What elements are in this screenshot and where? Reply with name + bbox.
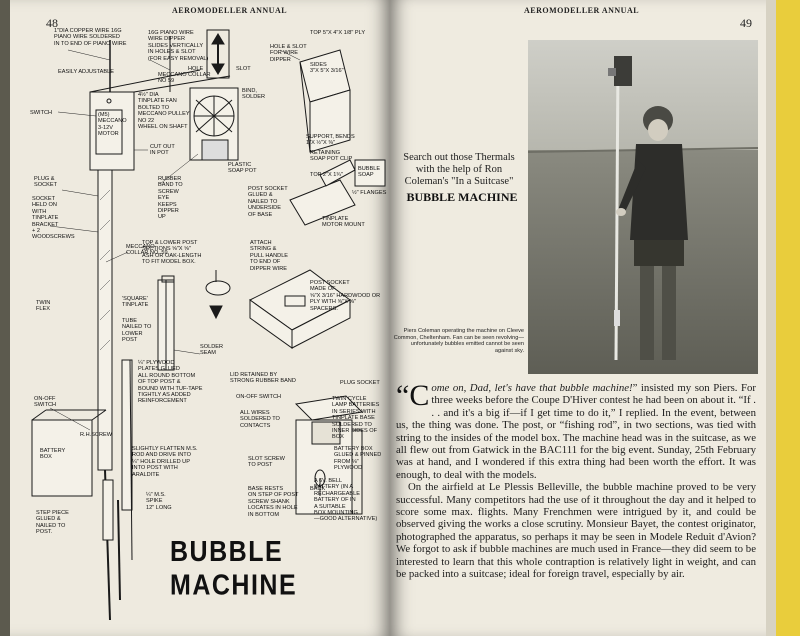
photo-caption: Piers Coleman operating the machine on C…	[393, 328, 524, 354]
label-hole-slot: HOLE & SLOT FOR WIRE DIPPER	[270, 44, 307, 63]
label-rh-screw: R.H.SCREW	[80, 432, 113, 438]
soap-container	[354, 159, 386, 187]
label-copper-wire: 1"DIA COPPER WIRE 16g PIANO WIRE SOLDERE…	[54, 28, 127, 47]
label-tube-nailed: TUBE NAILED TO LOWER POST	[122, 318, 152, 344]
label-on-off-switch: ON-OFF SWITCH	[236, 394, 282, 400]
label-plywood-plates: ¼" PLYWOOD PLATES GLUED ALL ROUND BOTTOM…	[138, 360, 203, 405]
label-twin-flex: TWIN FLEX	[36, 300, 51, 313]
intro-title: BUBBLE MACHINE	[406, 190, 518, 204]
label-top-tinplate: TOP 2"x 1¾"	[310, 172, 343, 178]
label-flanges: ½" FLANGES	[352, 190, 387, 196]
paragraph-1-text: ” insisted my son Piers. For three weeks…	[396, 382, 756, 481]
battery-box-left	[31, 419, 93, 497]
label-tinplate-motor: TINPLATE MOTOR MOUNT	[322, 216, 365, 229]
label-tinplate-fan: 4½" DIA TINPLATE FAN BOLTED TO MECCANO P…	[138, 92, 190, 131]
drop-cap: “C	[396, 379, 430, 412]
page-number-right: 49	[740, 16, 752, 30]
label-bell-battery: A 6v. BELL BATTERY (in a RECHARGEABLE BA…	[314, 478, 378, 523]
field-photo	[527, 40, 759, 374]
label-support: SUPPORT, BENDS 1"x ½"x ⅜"	[306, 134, 355, 147]
left-page: AEROMODELLER ANNUAL 48	[10, 0, 390, 636]
label-piano-wire: 16g PIANO WIRE WIRE DIPPER SLIDES VERTIC…	[148, 30, 209, 62]
label-twin-cycle: TWIN CYCLE LAMP BATTERIES IN SERIES WITH…	[332, 396, 380, 441]
label-square-tinplate: 'SQUARE' TINPLATE	[122, 296, 149, 309]
label-attach-string: ATTACH STRING & PULL HANDLE TO END OF DI…	[250, 240, 289, 272]
label-socket-held: SOCKET HELD ON WITH TINPLATE BRACKET + 2…	[32, 196, 75, 241]
label-hole: HOLE	[188, 66, 204, 72]
label-switch: SWITCH	[30, 110, 53, 116]
label-slightly-flatten: SLIGHTLY FLATTEN M.S. ROD AND DRIVE INTO…	[132, 446, 198, 478]
label-all-wires: ALL WIRES SOLDERED TO CONTACTS	[240, 410, 280, 429]
label-retaining-clip: RETAINING SOAP POT CLIP	[310, 150, 353, 163]
label-meccano-collar-59: MECCANO COLLAR No. 59	[126, 244, 168, 257]
label-plug-socket-2: PLUG SOCKET	[340, 380, 380, 386]
label-cut-out: CUT OUT IN POT	[150, 144, 175, 157]
label-soap: BUBBLE SOAP	[358, 166, 381, 179]
label-plastic-pot: PLASTIC SOAP POT	[228, 162, 257, 175]
bubble-machine-diagram	[31, 29, 386, 621]
label-battery-box-glued: BATTERY BOX GLUED & PINNED FROM ⅛" PLYWO…	[334, 446, 382, 472]
soap-pot	[201, 139, 229, 161]
label-top-ply: TOP 5"x 4"x 1/8" PLY	[310, 30, 366, 36]
page-number-left: 48	[46, 16, 58, 30]
paragraph-2: On the airfield at Le Plessis Belleville…	[396, 481, 756, 581]
motor-housing	[89, 91, 135, 171]
label-rubber-band: RUBBER BAND TO SCREW EYE KEEPS DIPPER UP	[158, 176, 183, 221]
label-slot-screw: SLOT SCREW TO POST	[248, 456, 285, 469]
motor	[95, 109, 123, 155]
label-plug-socket: PLUG & SOCKET	[34, 176, 58, 189]
label-slot: SLOT	[236, 66, 251, 72]
label-top-lower-post: TOP & LOWER POST SECTIONS ⅝"x ⅝" ASH OR …	[142, 240, 202, 266]
paragraph-1-italic-lead: ome on, Dad, let's have that bubble mach…	[431, 382, 633, 394]
label-solder-seam: SOLDER SEAM	[200, 344, 224, 357]
label-base-rests: BASE RESTS ON STEP OF POST SCREW SHANK L…	[248, 486, 299, 518]
label-easily-adjustable: EASILY ADJUSTABLE	[58, 69, 114, 75]
intro-caption: Search out those Thermals with the help …	[403, 152, 515, 187]
book-cover-edge	[766, 0, 800, 636]
label-on-off-switch-left: ON-OFF SWITCH	[34, 396, 57, 409]
label-battery-box: BATTERY BOX	[40, 448, 66, 461]
label-m5-motor: (M5) MECCANO 3-12v MOTOR	[98, 112, 127, 138]
label-ms-spike: ¼" M.S. SPIKE 12" LONG	[146, 492, 172, 511]
photo-scene	[527, 40, 759, 374]
label-back: BACK	[310, 486, 326, 492]
label-bind-solder: BIND, SOLDER	[242, 88, 266, 101]
diagram-title: BUBBLE MACHINE	[170, 535, 298, 602]
label-sides: SIDES 3"x 5"x 3/16"	[310, 62, 344, 75]
label-meccano-collar: MECCANO COLLAR No 59	[158, 72, 211, 85]
label-step-piece: STEP PIECE GLUED & NAILED TO POST.	[36, 510, 69, 536]
running-head-left: AEROMODELLER ANNUAL	[172, 6, 288, 15]
label-post-socket: POST SOCKET GLUED & NAILED TO UNDERSIDE …	[248, 186, 288, 218]
running-head-right: AEROMODELLER ANNUAL	[524, 6, 640, 15]
label-lid-retained: LID RETAINED BY STRONG RUBBER BAND	[230, 372, 296, 385]
dipper-arrow-box	[206, 29, 230, 79]
label-post-socket-made: POST SOCKET MADE OF ⅝"x 3/16" HARDWOOD O…	[310, 280, 381, 312]
